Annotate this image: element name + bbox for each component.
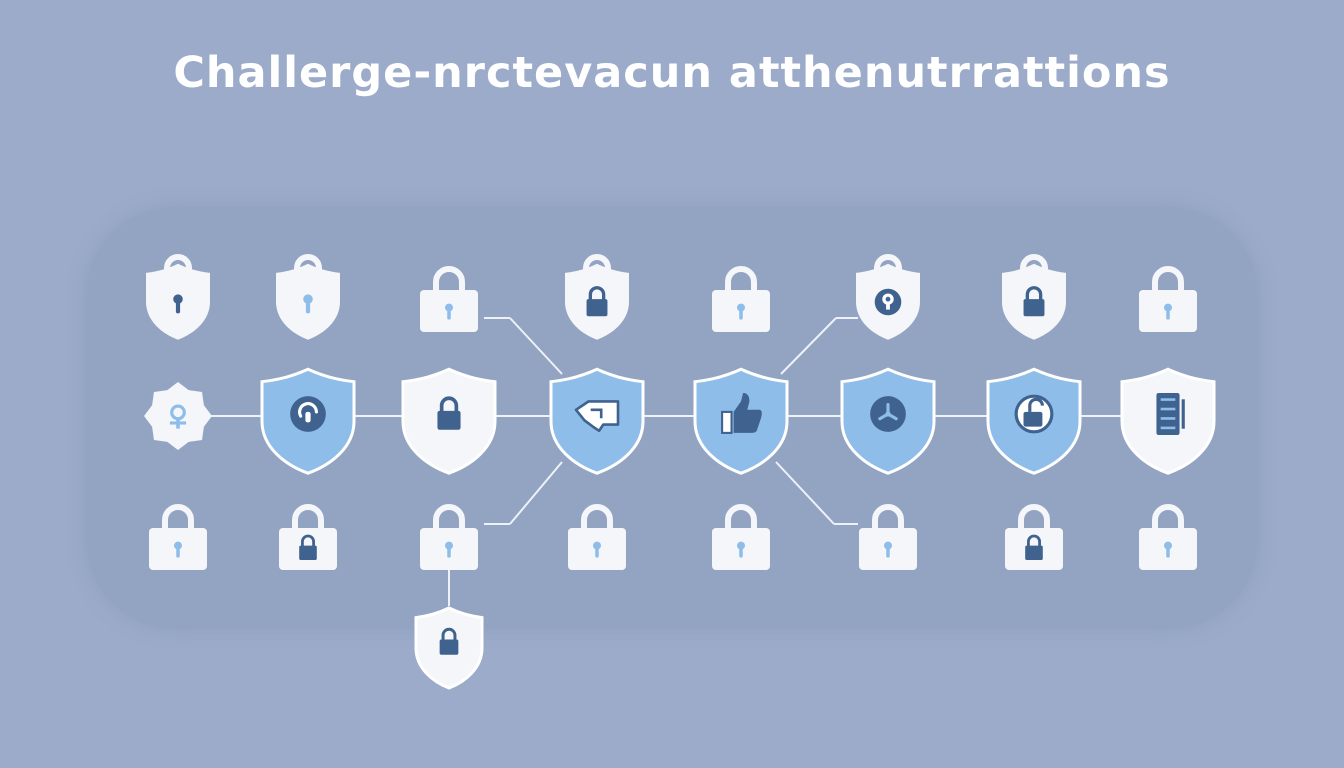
middle-row-node	[840, 367, 936, 475]
middle-row-node	[986, 367, 1082, 475]
top-row-node	[146, 254, 210, 340]
padlock-dark-icon	[439, 627, 459, 655]
connector-line	[775, 461, 835, 525]
keyhole-light-icon	[303, 294, 313, 314]
bottom-row-node	[279, 504, 337, 570]
keyhole-light-icon	[737, 541, 745, 558]
padlock-dark-icon	[1023, 286, 1045, 317]
keyhole-light-icon	[737, 303, 745, 320]
padlock-dark-icon	[299, 534, 317, 560]
bottom-row-node	[1139, 504, 1197, 570]
middle-row-node	[1120, 367, 1216, 475]
padlock-shackle	[872, 504, 904, 530]
padlock-shackle	[433, 266, 465, 292]
unlock-circle-icon	[290, 396, 326, 432]
keyhole-light-icon	[884, 541, 892, 558]
bottom-row-node	[568, 504, 626, 570]
padlock-shackle	[725, 504, 757, 530]
bottom-row-node	[149, 504, 207, 570]
open-padlock-icon	[1014, 394, 1054, 434]
padlock-shackle	[162, 504, 194, 530]
padlock-dark-icon	[437, 396, 461, 430]
middle-row-node	[549, 367, 645, 475]
keyhole-light-icon	[445, 541, 453, 558]
top-row-node	[712, 266, 770, 332]
padlock-dark-icon	[586, 286, 608, 317]
top-row-node	[1002, 254, 1066, 340]
thumbs-up-icon	[721, 393, 762, 434]
padlock-shackle	[581, 504, 613, 530]
connector-line	[509, 317, 563, 375]
connector-line	[509, 461, 563, 525]
top-row-node	[276, 254, 340, 340]
bottom-row-node	[420, 504, 478, 570]
keyhole-light-icon	[593, 541, 601, 558]
padlock-shackle	[292, 504, 324, 530]
fan-circle-icon	[870, 396, 906, 432]
diagram-title: Challerge-nrctevacun atthenutrrattions	[173, 48, 1171, 98]
padlock-shackle	[1152, 504, 1184, 530]
keyhole-light-icon	[445, 303, 453, 320]
middle-row-node	[693, 367, 789, 475]
connector-lines	[205, 317, 1122, 606]
top-row-node	[856, 254, 920, 340]
padlock-shackle	[1018, 504, 1050, 530]
padlock-shackle	[725, 266, 757, 292]
badge-icon	[144, 382, 212, 450]
top-row-node	[565, 254, 629, 340]
extra-node	[414, 606, 484, 690]
middle-row-node	[260, 367, 356, 475]
top-row-node	[1139, 266, 1197, 332]
keyhole-light-icon	[1164, 541, 1172, 558]
keyhole-dark-icon	[173, 294, 183, 314]
bottom-row-node	[859, 504, 917, 570]
key-light-icon	[169, 404, 187, 429]
pointing-hand-icon	[574, 400, 620, 433]
padlock-dark-icon	[1025, 534, 1043, 560]
connector-line	[780, 317, 837, 375]
keyhole-circle-dark-icon	[874, 288, 902, 316]
padlock-shackle	[433, 504, 465, 530]
middle-row-node	[144, 382, 212, 450]
padlock-shackle	[1152, 266, 1184, 292]
bottom-row-node	[1005, 504, 1063, 570]
keyhole-light-icon	[174, 541, 182, 558]
server-icon	[1156, 393, 1185, 435]
top-row-node	[420, 266, 478, 332]
diagram-nodes	[144, 254, 1216, 690]
middle-row-node	[401, 367, 497, 475]
bottom-row-node	[712, 504, 770, 570]
keyhole-light-icon	[1164, 303, 1172, 320]
